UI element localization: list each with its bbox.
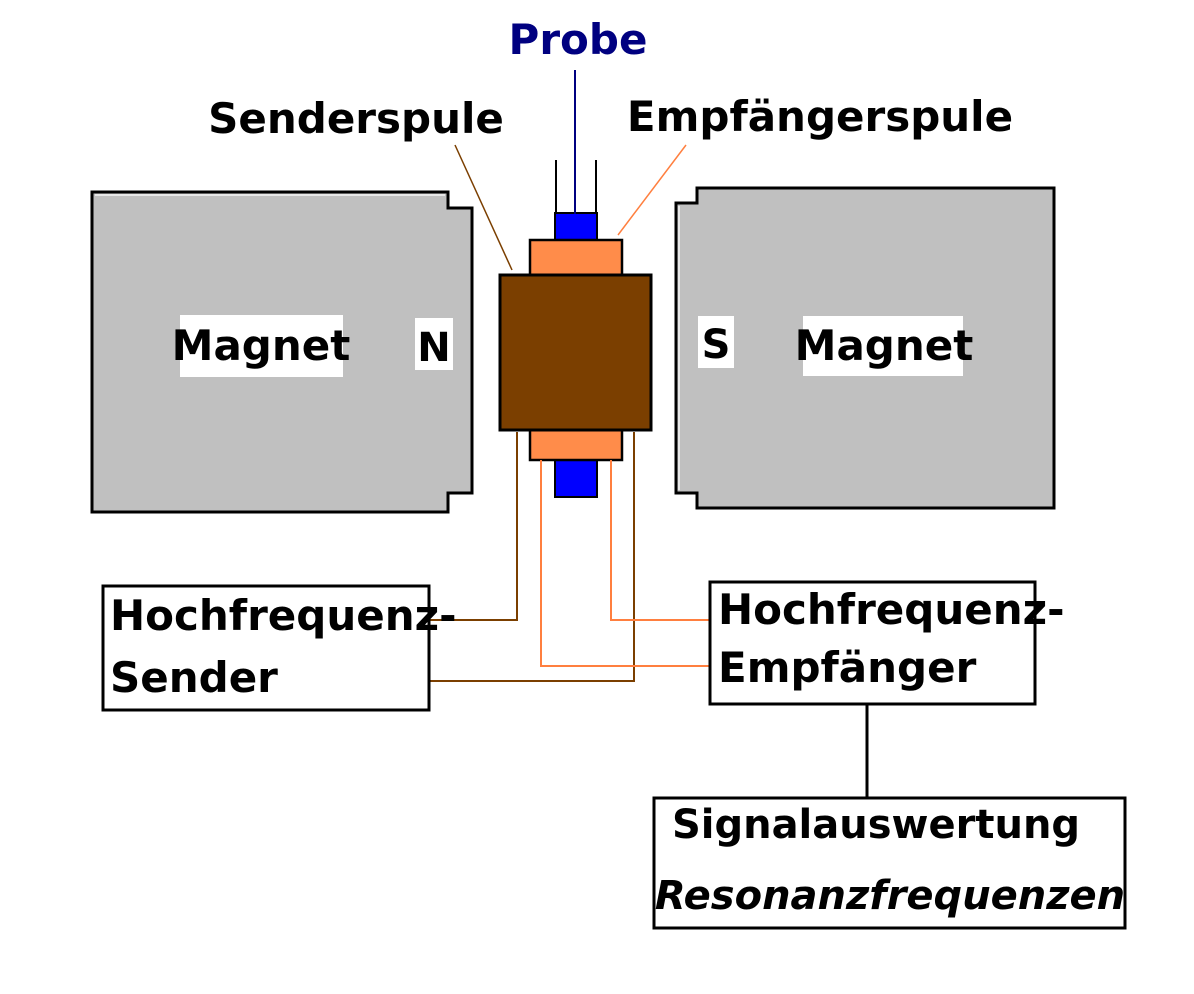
receiver-coil-label: Empfängerspule: [627, 92, 1013, 141]
magnet-right-label: Magnet: [795, 321, 974, 370]
sender-wire-1: [430, 432, 518, 621]
signal-box: Signalauswertung Resonanzfrequenzen: [652, 796, 1127, 930]
receiver-coil-pointer: [617, 144, 687, 236]
receiver-line2: Empfänger: [718, 643, 977, 692]
receiver-wire-1: [540, 460, 710, 667]
signal-line2: Resonanzfrequenzen: [655, 873, 1125, 919]
signal-line1: Signalauswertung: [672, 802, 1080, 848]
probe-sample-top: [554, 212, 598, 244]
pole-north-bg: [415, 318, 453, 370]
probe-sample-bottom: [554, 454, 598, 498]
transmitter-line2: Sender: [110, 653, 278, 702]
magnet-right: S Magnet: [674, 186, 1056, 510]
pole-south-bg: [698, 316, 734, 368]
receiver-line1: Hochfrequenz-: [718, 585, 1065, 634]
pole-south-label: S: [702, 322, 731, 368]
sender-coil-pointer: [454, 144, 513, 271]
magnet-right-label-bg: [803, 316, 963, 376]
magnet-left-label: Magnet: [172, 321, 351, 370]
receiver-wire-2: [610, 460, 710, 621]
sender-coil-label: Senderspule: [208, 94, 504, 143]
receiver-coil-bottom: [528, 426, 624, 462]
magnet-left-label-bg: [180, 315, 343, 377]
sender-coil: [498, 273, 653, 432]
receiver-coil-top: [528, 238, 624, 278]
coil-assembly: [498, 238, 653, 462]
sender-wire-2: [430, 432, 635, 682]
transmitter-box: Hochfrequenz- Sender: [101, 584, 457, 712]
receiver-box: Hochfrequenz- Empfänger: [708, 580, 1065, 706]
probe-tube: [554, 70, 598, 498]
wires: [430, 432, 869, 798]
probe-label: Probe: [509, 15, 648, 64]
transmitter-line1: Hochfrequenz-: [110, 591, 457, 640]
magnet-left: Magnet N: [90, 190, 474, 514]
pole-north-label: N: [417, 325, 450, 371]
